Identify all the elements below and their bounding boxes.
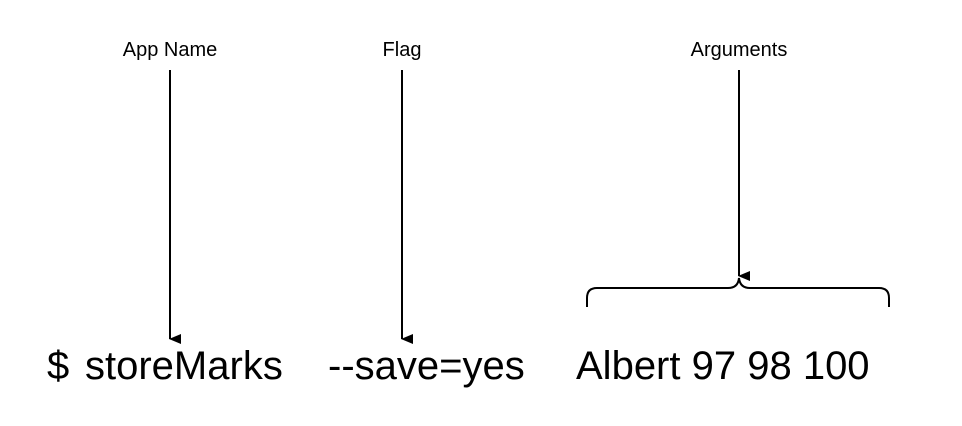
shell-prompt: $: [47, 344, 70, 388]
flag-label: Flag: [382, 39, 422, 61]
app-name-label: App Name: [122, 39, 218, 61]
command-arguments: Albert 97 98 100: [576, 344, 870, 388]
command-flag: --save=yes: [328, 344, 525, 388]
arguments-label: Arguments: [690, 39, 788, 61]
arguments-brace: [586, 277, 890, 307]
command-line: $ storeMarks --save=yes Albert 97 98 100: [0, 336, 962, 396]
command-app-name: storeMarks: [85, 344, 283, 388]
